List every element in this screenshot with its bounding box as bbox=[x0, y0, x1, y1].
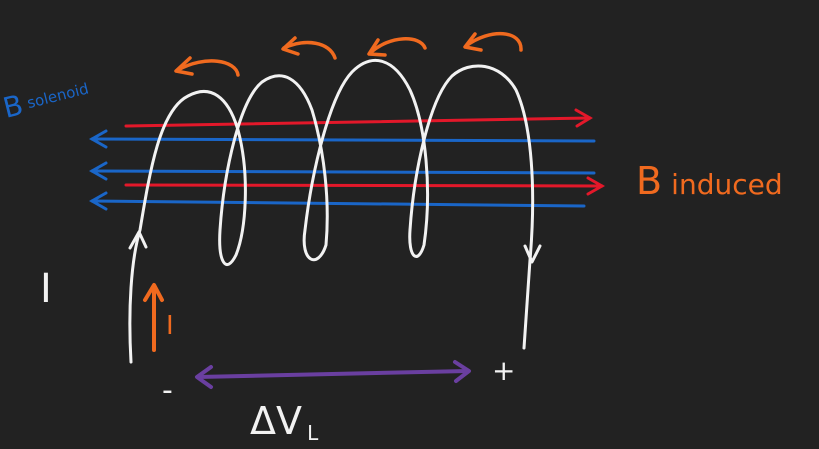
delta-v-label: ΔV L bbox=[250, 399, 319, 445]
current-label-small: I bbox=[166, 311, 174, 341]
induced-current-arrow-2 bbox=[281, 36, 337, 60]
induced-field-line-1 bbox=[124, 108, 593, 128]
b-solenoid-label: B solenoid bbox=[0, 72, 92, 125]
small-current-arrow bbox=[143, 283, 164, 352]
solenoid-field-line-2 bbox=[88, 161, 596, 181]
current-label-large: I bbox=[40, 266, 52, 312]
solenoid-field-line-1 bbox=[88, 129, 596, 149]
induced-field-line-2 bbox=[124, 176, 606, 196]
induced-current-arrow-3 bbox=[367, 37, 427, 57]
solenoid-field-line-3 bbox=[88, 191, 586, 211]
minus-sign: - bbox=[162, 373, 173, 408]
b-solenoid-sub: solenoid bbox=[25, 79, 90, 112]
induced-current-arrows bbox=[174, 32, 523, 77]
voltage-arrow bbox=[195, 360, 471, 389]
coil-wire bbox=[128, 58, 535, 364]
plus-sign: + bbox=[492, 354, 515, 387]
b-solenoid-prefix: B bbox=[0, 88, 26, 125]
b-induced-sub: induced bbox=[671, 168, 782, 201]
coil-right-arrowhead bbox=[523, 244, 542, 264]
induced-field-lines bbox=[124, 108, 606, 196]
b-induced-prefix: B bbox=[636, 159, 662, 203]
induced-current-arrow-4 bbox=[463, 32, 523, 52]
coil-left-arrowhead bbox=[128, 230, 148, 250]
delta-v-sub: L bbox=[307, 421, 319, 445]
b-induced-label: B induced bbox=[636, 159, 783, 203]
delta-v-main: ΔV bbox=[250, 399, 302, 443]
solenoid-coil bbox=[128, 58, 542, 364]
solenoid-field-lines bbox=[88, 129, 596, 211]
induced-current-arrow-1 bbox=[174, 56, 240, 77]
